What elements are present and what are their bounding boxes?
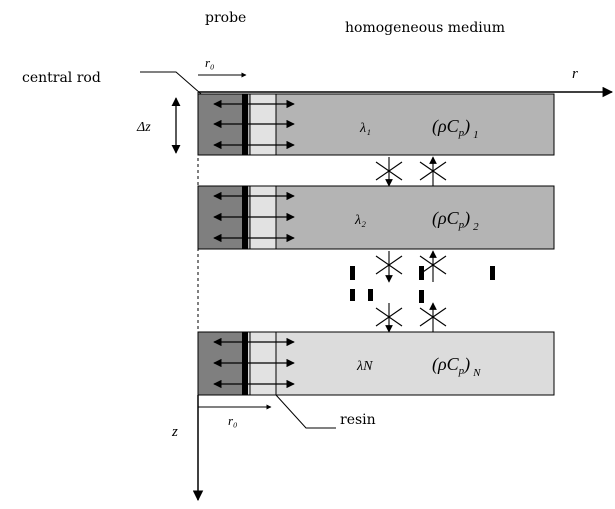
layer-n-lambda: λN	[356, 359, 373, 374]
layer-n: λN (ρCp)N	[197, 331, 555, 396]
layer-2-lambda: λ₂	[354, 213, 366, 228]
layer-2-heat-arrows	[213, 191, 295, 243]
exchange-2-gap	[375, 250, 447, 283]
layer-n-rhoc: (ρCp)N	[432, 354, 481, 379]
layer-1-rhoc: (ρCp)1	[432, 116, 479, 141]
probe-label: probe	[205, 10, 246, 26]
exchange-1-2	[375, 156, 447, 187]
layer-1-heat-arrows	[213, 99, 295, 150]
layer-n-heat-arrows	[213, 337, 295, 389]
r0-top-label: r₀	[205, 55, 215, 70]
continuation-dashes	[350, 266, 495, 303]
r0-bottom-label: r₀	[228, 413, 238, 428]
layer-2-rhoc: (ρCp)2	[432, 208, 479, 233]
layer-1-lambda: λ₁	[359, 121, 371, 136]
r-axis-label: r	[572, 66, 578, 82]
layer-1: λ₁ (ρCp)1	[197, 93, 555, 156]
medium-label: homogeneous medium	[345, 20, 505, 36]
resin-leader	[275, 394, 336, 429]
resin-label: resin	[340, 412, 376, 428]
central-rod-label: central rod	[22, 70, 101, 86]
dz-label: Δz	[136, 120, 151, 135]
layer-2: λ₂ (ρCp)2	[197, 185, 555, 250]
exchange-gap-n	[375, 302, 447, 333]
central-rod-leader	[140, 71, 209, 101]
z-axis-label: z	[171, 424, 178, 440]
